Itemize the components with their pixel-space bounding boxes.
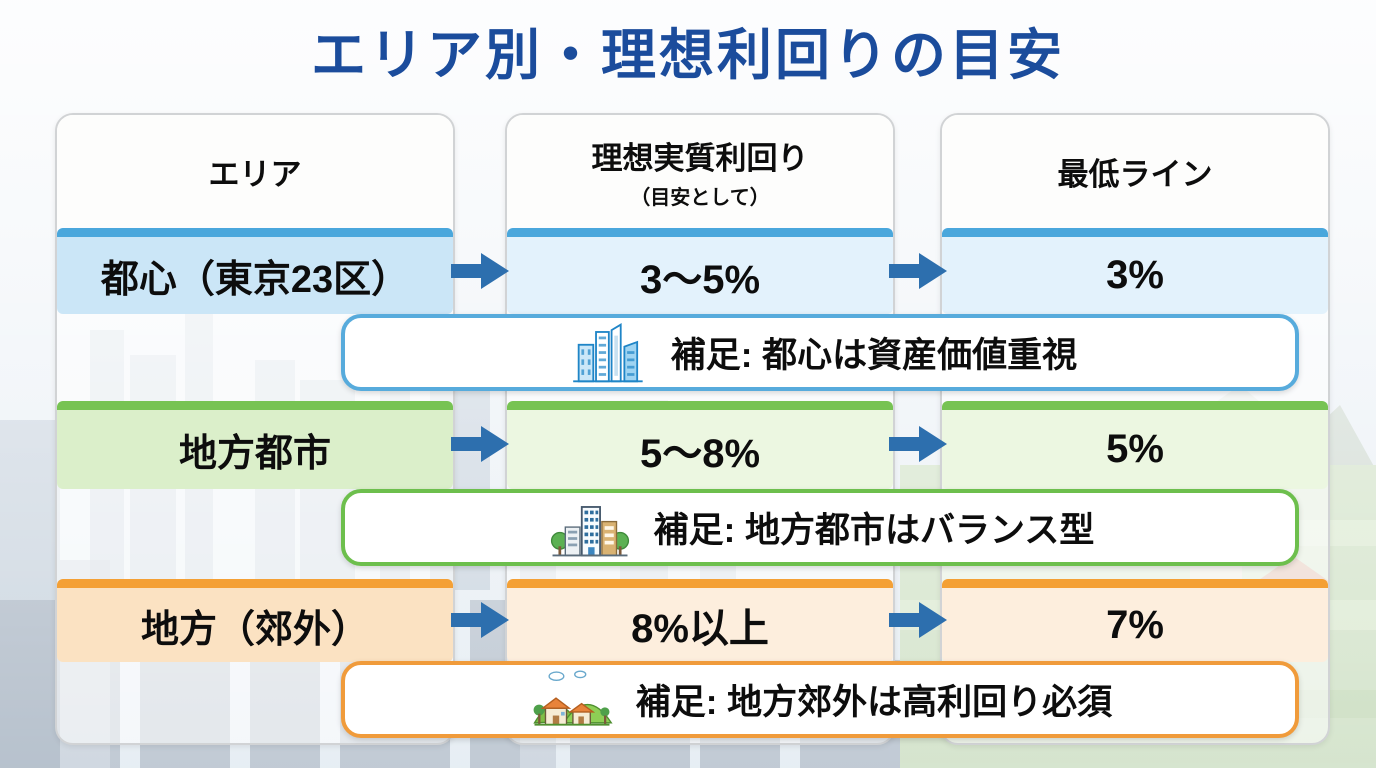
arrow-right-icon: [889, 426, 947, 462]
note-text: 補足: 都心は資産価値重視: [670, 336, 1078, 375]
ideal-yield-value-0: 3〜5%: [639, 257, 761, 302]
arrow-right-icon: [451, 602, 509, 638]
countryside-houses-icon: [533, 670, 613, 726]
ideal-yield-value-1: 5〜8%: [639, 431, 761, 476]
column-area: エリア 都心（東京23区） 地方都市 地方（郊外）: [55, 113, 455, 745]
minimum-value-1: 5%: [1106, 427, 1164, 471]
note-rural-suburbs: 補足: 地方郊外は高利回り必須: [341, 661, 1299, 738]
note-text: 補足: 地方郊外は高利回り必須: [635, 683, 1113, 722]
cell-ideal-yield-row-1: 5〜8%: [507, 401, 893, 489]
cell-ideal-yield-row-0: 3〜5%: [507, 228, 893, 314]
cell-minimum-row-0: 3%: [942, 228, 1328, 314]
town-buildings-icon: [550, 505, 629, 556]
column-header-ideal-yield-sublabel: （目安として）: [630, 186, 770, 209]
page-title: エリア別・理想利回りの目安: [310, 24, 1065, 86]
arrow-right-icon: [451, 426, 509, 462]
ideal-yield-value-2: 8%以上: [631, 607, 769, 651]
note-city-center: 補足: 都心は資産価値重視: [341, 314, 1299, 391]
note-regional-city: 補足: 地方都市はバランス型: [341, 489, 1299, 566]
cell-area-row-2: 地方（郊外）: [57, 579, 453, 662]
column-ideal-yield: 理想実質利回り （目安として） 3〜5% 5〜8% 8%以上: [505, 113, 895, 745]
column-header-area-label: エリア: [208, 156, 302, 192]
area-label-2: 地方（郊外）: [140, 608, 369, 651]
column-minimum-line: 最低ライン 3% 5% 7%: [940, 113, 1330, 745]
cell-area-row-0: 都心（東京23区）: [57, 228, 453, 314]
arrow-right-icon: [889, 602, 947, 638]
column-header-ideal-yield-label: 理想実質利回り: [591, 140, 809, 176]
minimum-value-2: 7%: [1106, 602, 1164, 647]
city-skyscrapers-icon: [572, 322, 643, 382]
column-header-ideal-yield: 理想実質利回り （目安として）: [507, 115, 893, 227]
cell-ideal-yield-row-2: 8%以上: [507, 579, 893, 662]
arrow-right-icon: [889, 253, 947, 289]
note-text: 補足: 地方都市はバランス型: [653, 511, 1095, 550]
column-header-minimum-line-label: 最低ライン: [1057, 156, 1213, 192]
cell-area-row-1: 地方都市: [57, 401, 453, 489]
minimum-value-0: 3%: [1106, 253, 1164, 297]
cell-minimum-row-1: 5%: [942, 401, 1328, 489]
column-header-area: エリア: [57, 115, 453, 227]
cell-minimum-row-2: 7%: [942, 579, 1328, 662]
column-header-minimum-line: 最低ライン: [942, 115, 1328, 227]
area-label-0: 都心（東京23区）: [100, 259, 410, 301]
area-label-1: 地方都市: [178, 433, 331, 475]
arrow-right-icon: [451, 253, 509, 289]
